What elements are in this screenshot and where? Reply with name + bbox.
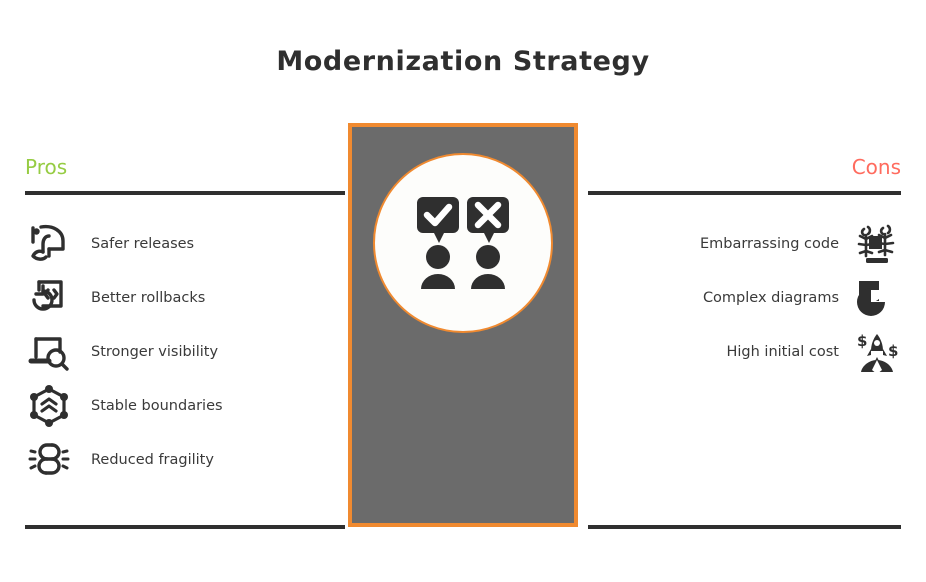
list-item[interactable]: Safer releases — [25, 217, 345, 271]
rocket-money-icon: $ $ — [853, 328, 901, 376]
pros-column: Pros Safer releases — [25, 155, 345, 487]
cons-divider-bottom — [588, 525, 901, 529]
svg-text:$: $ — [888, 342, 898, 360]
shapes-chart-icon — [853, 274, 901, 322]
svg-text:$: $ — [857, 332, 867, 350]
cons-column: Cons Embarrassing code — [588, 155, 901, 379]
cons-heading: Cons — [851, 155, 901, 179]
list-item[interactable]: Embarrassing code — [588, 217, 901, 271]
list-item[interactable]: Reduced fragility — [25, 433, 345, 487]
list-item-label: Reduced fragility — [91, 452, 214, 468]
list-item-label: Embarrassing code — [699, 236, 839, 252]
list-item[interactable]: Complex diagrams — [588, 271, 901, 325]
pros-divider-bottom — [25, 525, 345, 529]
list-item[interactable]: High initial cost $ $ — [588, 325, 901, 379]
laptop-search-icon — [25, 328, 73, 376]
pros-divider-top — [25, 191, 345, 195]
list-item-label: Complex diagrams — [702, 290, 839, 306]
list-item[interactable]: Stable boundaries — [25, 379, 345, 433]
rocket-hand-icon — [25, 220, 73, 268]
cons-list: Embarrassing code — [588, 217, 901, 379]
cons-divider-top — [588, 191, 901, 195]
list-item[interactable]: Better rollbacks — [25, 271, 345, 325]
list-item-label: Safer releases — [91, 236, 195, 252]
pros-heading: Pros — [25, 155, 68, 179]
center-circle-badge — [373, 153, 553, 333]
bugs-icon — [853, 220, 901, 268]
center-image-panel — [348, 123, 578, 527]
page-title: Modernization Strategy — [276, 46, 650, 77]
broken-chain-icon — [25, 436, 73, 484]
list-item-label: High initial cost — [726, 344, 839, 360]
two-people-check-cross-icon — [415, 197, 511, 289]
list-item-label: Better rollbacks — [91, 290, 206, 306]
pros-list: Safer releases Better rollbacks — [25, 217, 345, 487]
code-refresh-icon — [25, 274, 73, 322]
list-item[interactable]: Stronger visibility — [25, 325, 345, 379]
hexagon-network-icon — [25, 382, 73, 430]
list-item-label: Stable boundaries — [91, 398, 223, 414]
list-item-label: Stronger visibility — [91, 344, 219, 360]
